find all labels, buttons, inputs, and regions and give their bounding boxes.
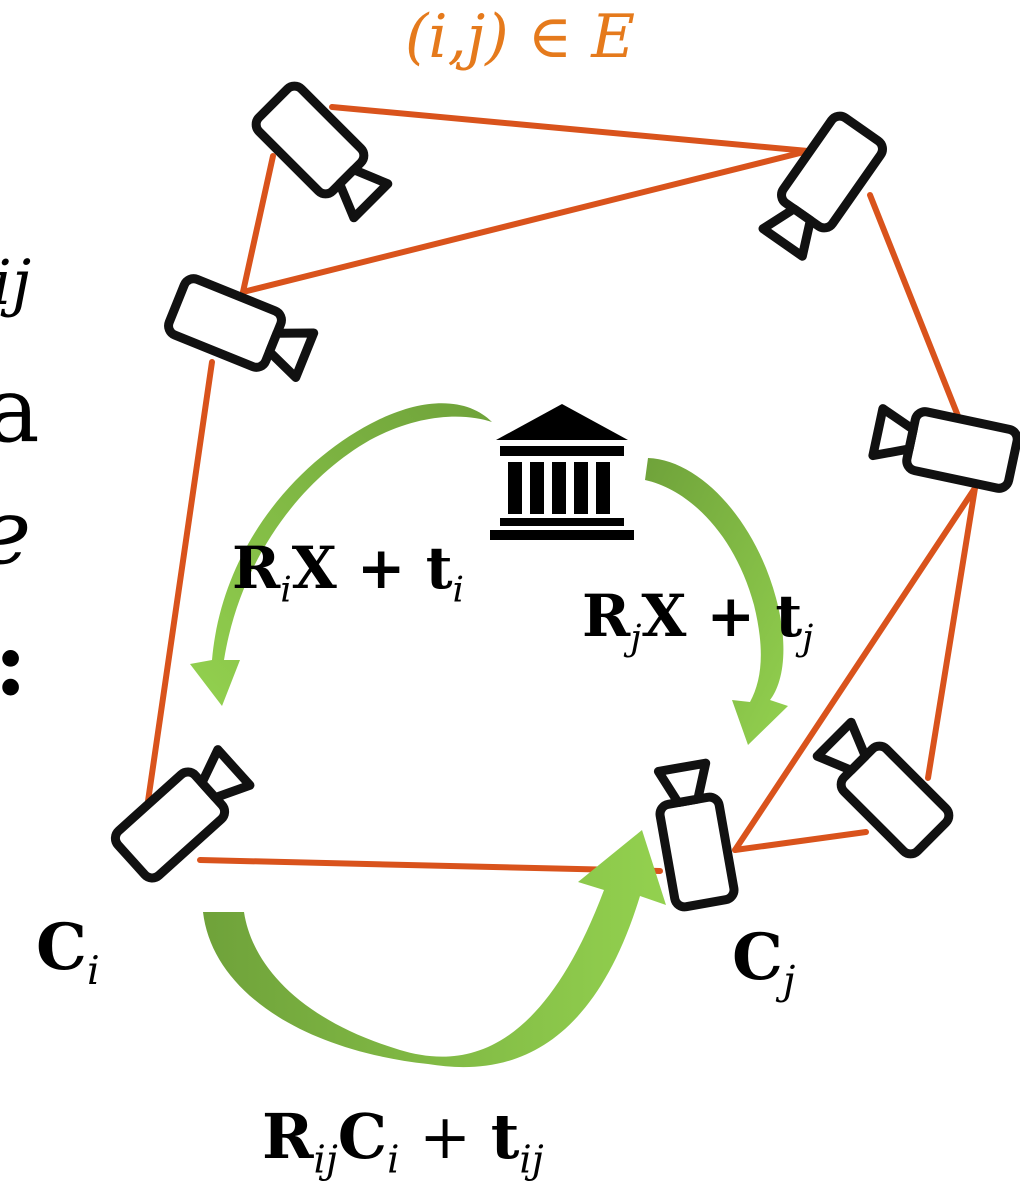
camera-icon (868, 404, 1020, 493)
rj-t: t (775, 582, 803, 650)
cut-text-e: e (0, 480, 31, 585)
graph-edge (867, 192, 961, 419)
ri-t-sub: i (452, 569, 464, 611)
rj-R: R (582, 582, 631, 650)
camera-icon (110, 745, 255, 883)
cj-sub: j (782, 958, 796, 1005)
graph-edge (144, 359, 215, 811)
graph-edge (240, 148, 811, 295)
graph-edge (732, 829, 869, 853)
edge-set-label: (i,j) ∈ E (405, 2, 636, 72)
rij-R-sub: ij (313, 1137, 338, 1183)
rij-plus: + (399, 1100, 491, 1173)
cut-text-ij: ij (0, 246, 32, 319)
camera-icon (251, 81, 393, 223)
camera-cj-label: Cj (732, 920, 795, 1001)
rj-transform-label: RjX + tj (582, 582, 813, 656)
graph-edge (925, 485, 978, 781)
camera-icon (653, 758, 739, 912)
cut-text-a: a (0, 358, 40, 463)
rij-t-sub: ij (519, 1137, 544, 1183)
rj-t-sub: j (802, 617, 814, 659)
rij-transform-label: RijCi + tij (262, 1100, 544, 1179)
camera-ci-label: Ci (36, 910, 100, 991)
graph-edge (197, 857, 663, 874)
arrow-world-to-ci (190, 403, 492, 706)
arrow-world-to-cj (645, 458, 788, 745)
arrow-ci-to-cj (203, 830, 666, 1068)
rij-t: t (490, 1100, 520, 1173)
graph-edge (329, 104, 811, 154)
graph-edges (144, 104, 978, 874)
ci-sub: i (86, 948, 100, 995)
ri-X: X + (291, 534, 426, 602)
rij-C-sub: i (387, 1137, 400, 1183)
cj-C: C (732, 920, 783, 995)
graph-edge (240, 153, 276, 295)
ri-transform-label: RiX + ti (232, 534, 464, 608)
camera-icon (164, 274, 319, 382)
bank-icon (490, 404, 634, 540)
ri-R-sub: i (280, 569, 292, 611)
ri-t: t (425, 534, 453, 602)
camera-icon (758, 111, 887, 261)
ri-R: R (232, 534, 281, 602)
rij-C: C (337, 1100, 388, 1173)
camera-icon (812, 717, 954, 859)
graph-edge (732, 485, 978, 853)
ci-C: C (36, 910, 87, 985)
cut-text-colon: : (0, 610, 27, 716)
rij-R: R (262, 1100, 314, 1173)
transform-arrows (190, 403, 788, 1068)
rj-R-sub: j (630, 617, 642, 659)
rj-X: X + (641, 582, 776, 650)
